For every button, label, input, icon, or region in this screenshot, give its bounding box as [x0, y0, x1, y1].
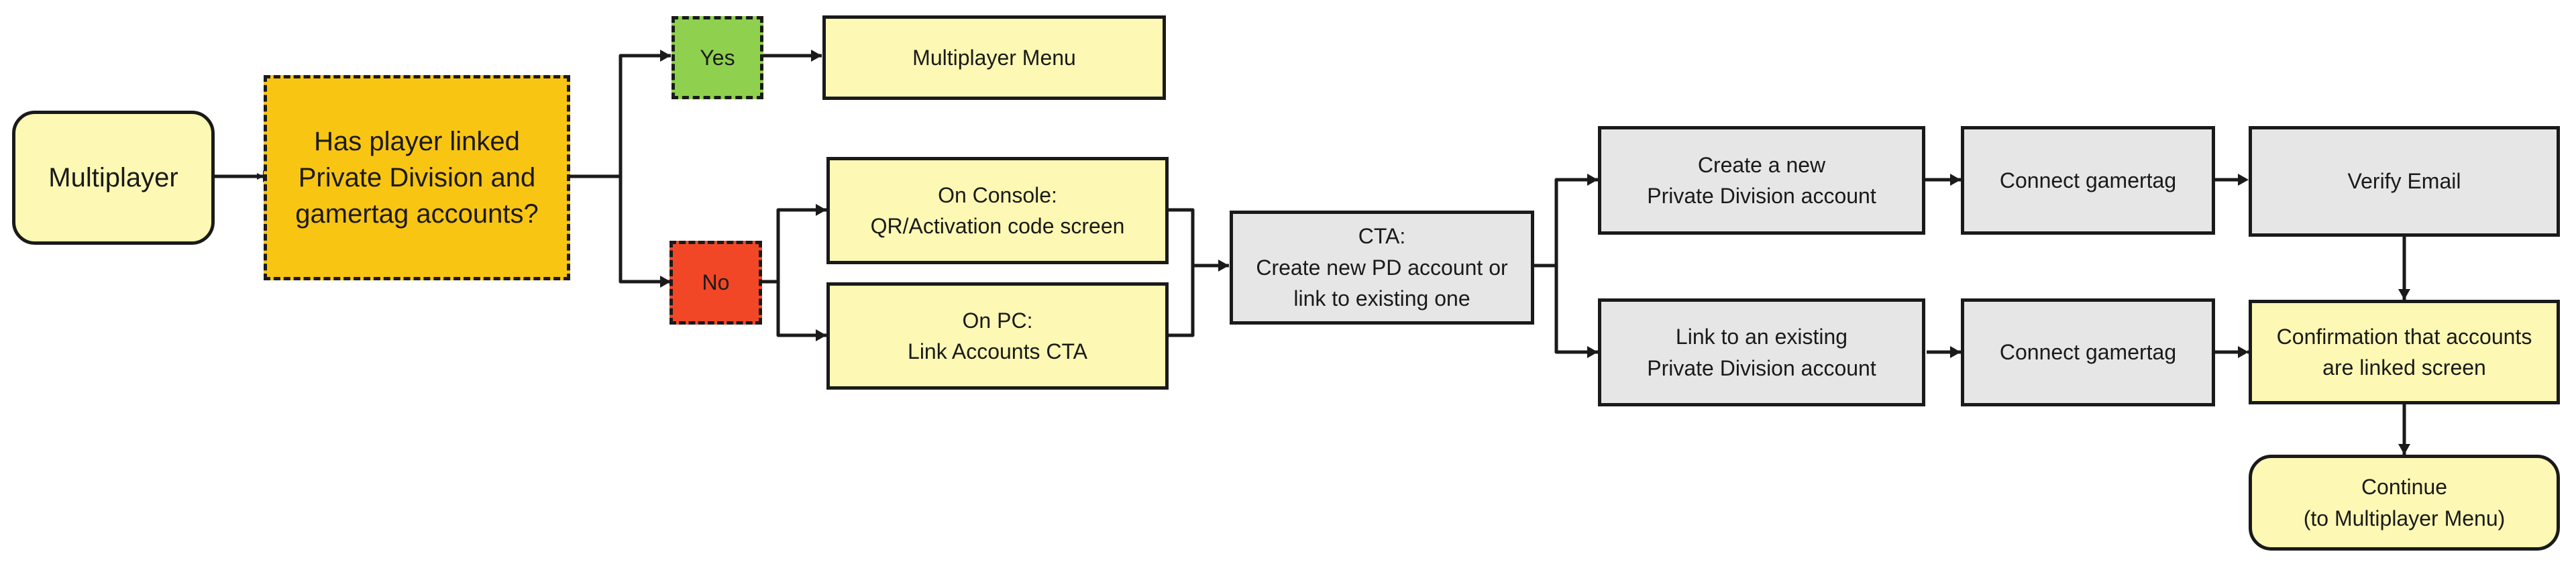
arrowhead [660, 50, 671, 62]
continue-node: Continue (to Multiplayer Menu) [2249, 455, 2560, 551]
yes-branch-label: Yes [672, 16, 763, 99]
edge-pc-to-cta [1169, 266, 1195, 337]
arrowhead [2238, 174, 2249, 186]
linked-accounts-decision-node: Has player linked Private Division and g… [264, 75, 570, 280]
connect-gamertag-node-2: Connect gamertag [1961, 298, 2215, 406]
multiplayer-menu-node: Multiplayer Menu [822, 15, 1166, 100]
arrowhead [816, 329, 826, 341]
edge-no-split [762, 208, 826, 284]
edge-no-to-pc [776, 282, 826, 337]
edge-console-to-cta [1169, 208, 1229, 268]
arrowhead [2398, 444, 2410, 455]
arrowhead [811, 50, 822, 62]
link-existing-account-node: Link to an existing Private Division acc… [1598, 298, 1925, 406]
edge-cta-split-create [1534, 178, 1598, 268]
verify-email-node: Verify Email [2249, 126, 2560, 237]
arrowhead [1587, 346, 1598, 358]
confirmation-node: Confirmation that accounts are linked sc… [2249, 300, 2560, 404]
multiplayer-start-node: Multiplayer [12, 111, 215, 245]
arrowhead [660, 276, 671, 288]
no-branch-label: No [669, 241, 762, 325]
console-activation-node: On Console: QR/Activation code screen [826, 157, 1169, 264]
arrowhead [2238, 346, 2249, 358]
arrowhead [1587, 174, 1598, 186]
arrowhead [1950, 174, 1961, 186]
create-account-node: Create a new Private Division account [1598, 126, 1925, 235]
cta-node: CTA: Create new PD account or link to ex… [1230, 211, 1534, 325]
arrowhead [816, 204, 826, 216]
arrowhead [2398, 289, 2410, 300]
arrowhead [1218, 260, 1229, 272]
edge-cta-split-link [1554, 266, 1598, 354]
edge-question-to-yes [570, 54, 671, 178]
connect-gamertag-node: Connect gamertag [1961, 126, 2215, 235]
arrowhead [1950, 346, 1961, 358]
pc-link-accounts-node: On PC: Link Accounts CTA [826, 282, 1169, 390]
edge-question-to-no [619, 176, 671, 284]
